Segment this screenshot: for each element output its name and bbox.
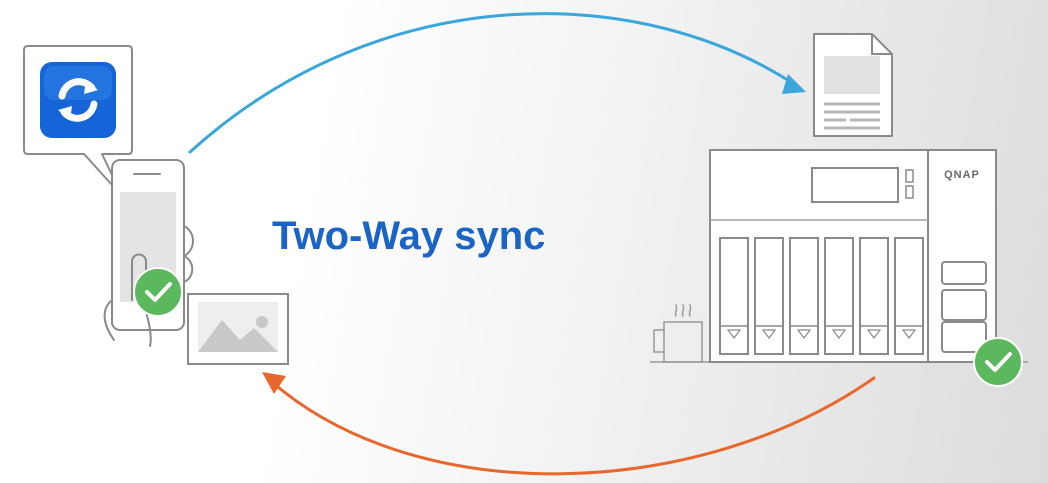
coffee-mug-icon — [653, 304, 703, 363]
page-title: Two-Way sync — [272, 214, 546, 258]
sync-arrow-top — [188, 12, 806, 154]
nas-device — [709, 149, 997, 363]
nas-drive-bays — [719, 237, 924, 355]
sync-arrows-icon — [40, 62, 116, 138]
phone-in-hand — [103, 159, 194, 347]
nas-front-slot — [941, 289, 987, 321]
nas-front-slot-lower — [941, 321, 987, 353]
check-circle-icon — [973, 337, 1023, 387]
speech-bubble — [23, 45, 133, 197]
check-circle-icon — [133, 267, 183, 317]
image-icon — [187, 293, 289, 365]
nas-brand-label: QNAP — [944, 169, 980, 181]
document-icon — [813, 33, 893, 137]
nas-lcd-panel — [811, 167, 899, 203]
sync-arrow-bottom — [262, 372, 876, 476]
nas-front-port — [941, 261, 987, 285]
